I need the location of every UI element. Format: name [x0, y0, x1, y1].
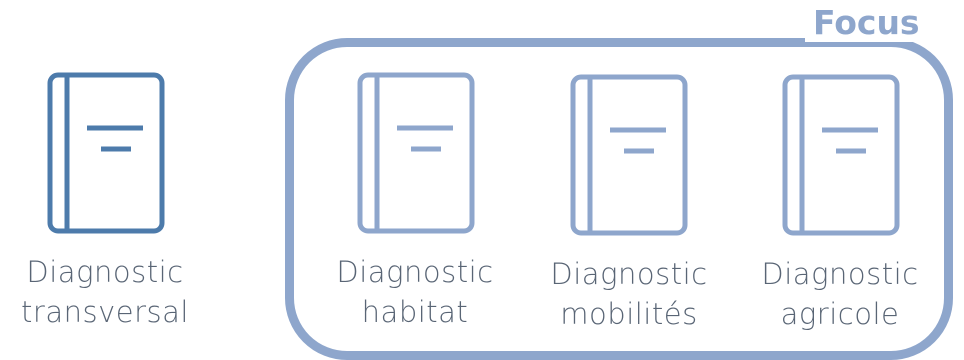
- focus-title: Focus: [805, 4, 935, 42]
- label-transversal: Diagnostic transversal: [10, 252, 200, 332]
- book-icon-habitat: [357, 72, 475, 234]
- label-mobilites-line2: mobilités: [560, 297, 698, 331]
- label-habitat-line1: Diagnostic: [336, 255, 494, 289]
- label-habitat-line2: habitat: [361, 295, 469, 329]
- label-agricole-line1: Diagnostic: [761, 257, 919, 291]
- label-agricole: Diagnostic agricole: [745, 254, 935, 334]
- label-mobilites: Diagnostic mobilités: [534, 254, 724, 334]
- book-icon-agricole: [782, 74, 900, 236]
- label-transversal-line2: transversal: [21, 295, 189, 329]
- label-agricole-line2: agricole: [780, 297, 900, 331]
- label-transversal-line1: Diagnostic: [26, 255, 184, 289]
- label-mobilites-line1: Diagnostic: [550, 257, 708, 291]
- book-icon-transversal: [47, 72, 165, 234]
- label-habitat: Diagnostic habitat: [320, 252, 510, 332]
- book-icon-mobilites: [570, 74, 688, 236]
